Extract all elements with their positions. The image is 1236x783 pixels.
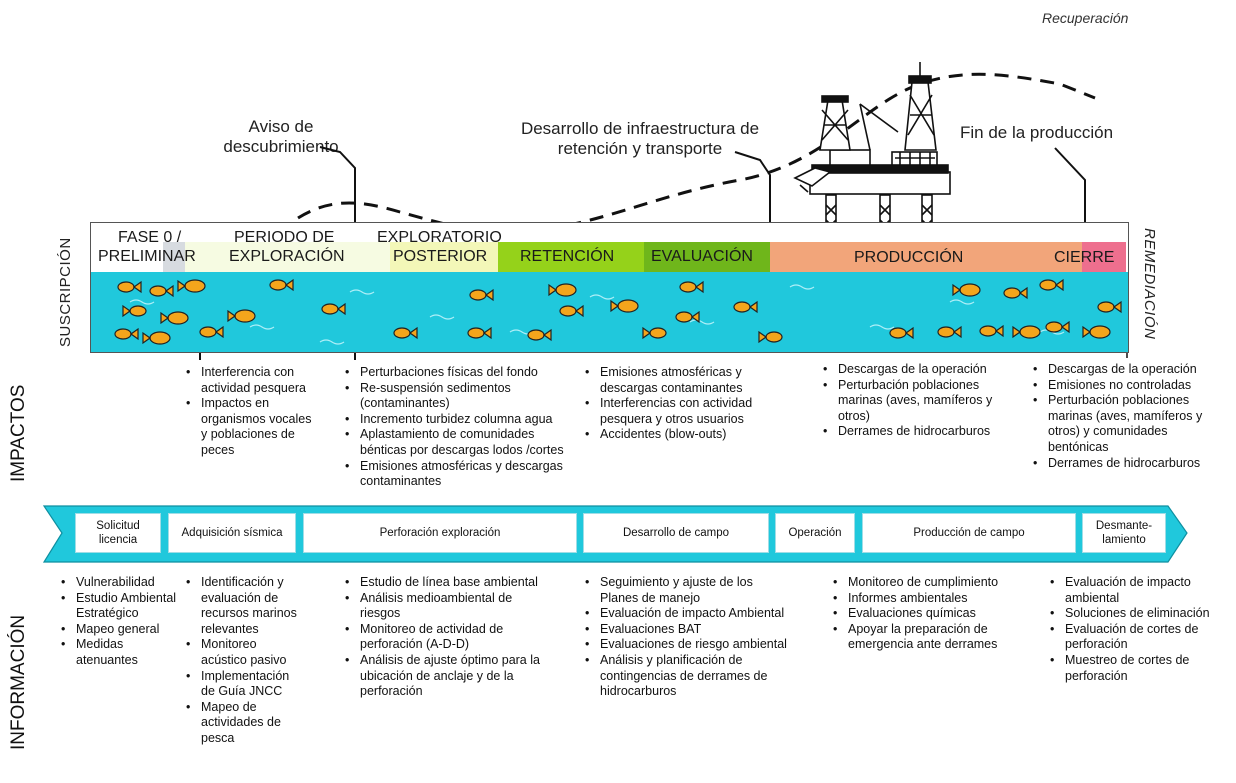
info-item: Evaluaciones químicas — [833, 606, 1015, 622]
phase-exploratorio-line1: EXPLORATORIO — [377, 229, 502, 246]
oil-platform-icon — [793, 62, 951, 244]
impacts-col-5: Descargas de la operación Emisiones no c… — [1030, 362, 1230, 471]
stage-adquisicion-sismica: Adquisición sísmica — [168, 513, 296, 553]
info-col-1: Vulnerabilidad Estudio Ambiental Estraté… — [58, 575, 178, 669]
stage-produccion-campo: Producción de campo — [862, 513, 1076, 553]
phase-exploratorio-line2: POSTERIOR — [393, 248, 488, 265]
impact-item: Re-suspensión sedimentos (contaminantes) — [345, 381, 582, 412]
info-item: Evaluación de impacto ambiental — [1050, 575, 1227, 606]
aviso-descubrimiento-label: Aviso de descubrimiento — [223, 117, 339, 156]
phase-retencion-band — [498, 242, 644, 272]
info-col-5: Monitoreo de cumplimiento Informes ambie… — [830, 575, 1015, 653]
stage-desmantelamiento: Desmante-lamiento — [1082, 513, 1166, 553]
info-item: Análisis de ajuste óptimo para la ubicac… — [345, 653, 542, 700]
stage-operacion: Operación — [775, 513, 855, 553]
phase-exploracion-band — [185, 242, 390, 272]
phase-posterior-band — [390, 242, 498, 272]
impact-item: Accidentes (blow-outs) — [585, 427, 792, 443]
phase-evaluacion-band — [644, 242, 770, 272]
impact-item: Emisiones atmosféricas y descargas conta… — [345, 459, 582, 490]
info-col-2: Identificación y evaluación de recursos … — [183, 575, 301, 747]
info-item: Soluciones de eliminación — [1050, 606, 1227, 622]
phase-retencion-label: RETENCIÓN — [520, 248, 615, 265]
informacion-section-label: INFORMACIÓN — [8, 614, 29, 750]
phase-fase0-line1: FASE 0 / — [118, 229, 182, 246]
phase-fase0-marker — [163, 242, 185, 272]
recuperacion-label: Recuperación — [1042, 10, 1129, 26]
info-item: Mapeo de actividades de pesca — [186, 700, 301, 747]
info-item: Análisis medioambiental de riesgos — [345, 591, 542, 622]
fish-school-icon — [114, 278, 1122, 345]
suscripcion-label: SUSCRIPCIÓN — [57, 237, 74, 347]
impact-item: Impactos en organismos vocales y poblaci… — [186, 396, 313, 458]
info-item: Identificación y evaluación de recursos … — [186, 575, 301, 637]
sea-band — [90, 272, 1129, 353]
impact-item: Emisiones no controladas — [1033, 378, 1230, 394]
impact-item: Incremento turbidez columna agua — [345, 412, 582, 428]
info-item: Monitoreo de actividad de perforación (A… — [345, 622, 542, 653]
phase-fase0-line2: PRELIMINAR — [98, 248, 196, 265]
info-item: Estudio Ambiental Estratégico — [61, 591, 178, 622]
info-item: Seguimiento y ajuste de los Planes de ma… — [585, 575, 794, 606]
impactos-section-label: IMPACTOS — [8, 384, 29, 482]
impacts-col-2: Perturbaciones físicas del fondo Re-susp… — [342, 365, 582, 490]
info-item: Evaluación de cortes de perforación — [1050, 622, 1227, 653]
info-item: Estudio de línea base ambiental — [345, 575, 542, 591]
stage-perforacion-exploracion: Perforación exploración — [303, 513, 577, 553]
impact-item: Derrames de hidrocarburos — [1033, 456, 1230, 472]
impact-item: Aplastamiento de comunidades bénticas po… — [345, 427, 582, 458]
impact-item: Interferencia con actividad pesquera — [186, 365, 313, 396]
fin-produccion-label: Fin de la producción — [960, 123, 1114, 142]
info-item: Evaluaciones de riesgo ambiental — [585, 637, 794, 653]
info-col-3: Estudio de línea base ambiental Análisis… — [342, 575, 542, 700]
phase-cierre-band — [1082, 242, 1126, 272]
impact-item: Descargas de la operación — [823, 362, 1005, 378]
info-item: Monitoreo de cumplimiento — [833, 575, 1015, 591]
info-col-4: Seguimiento y ajuste de los Planes de ma… — [582, 575, 794, 700]
info-item: Evaluación de impacto Ambiental — [585, 606, 794, 622]
phase-periodo-line1: PERIODO DE — [234, 229, 335, 246]
info-item: Apoyar la preparación de emergencia ante… — [833, 622, 1015, 653]
impact-item: Perturbación poblaciones marinas (aves, … — [823, 378, 1005, 425]
info-item: Informes ambientales — [833, 591, 1015, 607]
info-item: Implementación de Guía JNCC — [186, 669, 301, 700]
phase-produccion-label: PRODUCCIÓN — [854, 249, 964, 266]
stage-solicitud-licencia: Solicitud licencia — [75, 513, 161, 553]
phase-produccion-band — [770, 242, 1082, 272]
info-item: Muestreo de cortes de perforación — [1050, 653, 1227, 684]
phase-periodo-line2: EXPLORACIÓN — [229, 248, 345, 265]
info-item: Vulnerabilidad — [61, 575, 178, 591]
impacts-col-3: Emisiones atmosféricas y descargas conta… — [582, 365, 792, 443]
impact-item: Derrames de hidrocarburos — [823, 424, 1005, 440]
phase-cierre-label: CIERRE — [1054, 249, 1115, 266]
impacts-col-4: Descargas de la operación Perturbación p… — [820, 362, 1005, 440]
info-item: Mapeo general — [61, 622, 178, 638]
impacts-col-1: Interferencia con actividad pesquera Imp… — [183, 365, 313, 459]
info-item: Evaluaciones BAT — [585, 622, 794, 638]
dashed-progress-curve — [297, 72, 1096, 234]
info-item: Medidas atenuantes — [61, 637, 178, 668]
sea-decoration — [114, 278, 1122, 345]
desarrollo-leader-line — [734, 151, 771, 242]
impact-item: Perturbaciones físicas del fondo — [345, 365, 582, 381]
info-item: Monitoreo acústico pasivo — [186, 637, 301, 668]
impact-item: Perturbación poblaciones marinas (aves, … — [1033, 393, 1230, 455]
impact-item: Interferencias con actividad pesquera y … — [585, 396, 792, 427]
info-col-6: Evaluación de impacto ambiental Solucion… — [1047, 575, 1227, 684]
phase-evaluacion-label: EVALUACIÓN — [651, 248, 753, 265]
impact-item: Emisiones atmosféricas y descargas conta… — [585, 365, 792, 396]
remediacion-label: REMEDIACIÓN — [1141, 228, 1158, 340]
desarrollo-infraestructura-label: Desarrollo de infraestructura de retenci… — [520, 119, 760, 158]
impact-item: Descargas de la operación — [1033, 362, 1230, 378]
aviso-leader-line — [319, 146, 356, 238]
info-item: Análisis y planificación de contingencia… — [585, 653, 794, 700]
stage-desarrollo-campo: Desarrollo de campo — [583, 513, 769, 553]
